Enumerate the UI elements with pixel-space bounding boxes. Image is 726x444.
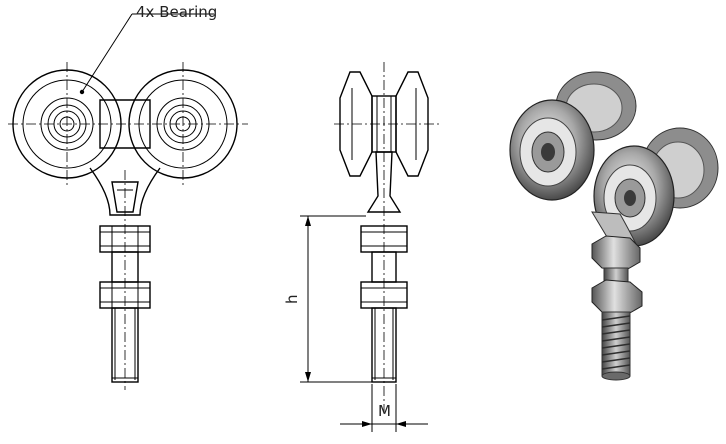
isometric-render bbox=[509, 71, 719, 381]
dimension-h-label: h bbox=[283, 294, 301, 304]
dimension-m-label: M bbox=[378, 402, 391, 420]
front-view bbox=[8, 13, 248, 390]
dimension-m bbox=[340, 384, 428, 432]
front-right-wheel bbox=[128, 69, 238, 179]
side-view bbox=[334, 62, 440, 412]
bearing-callout-label: 4x Bearing bbox=[136, 3, 217, 21]
dimension-h bbox=[300, 215, 372, 383]
front-left-wheel bbox=[12, 69, 122, 179]
